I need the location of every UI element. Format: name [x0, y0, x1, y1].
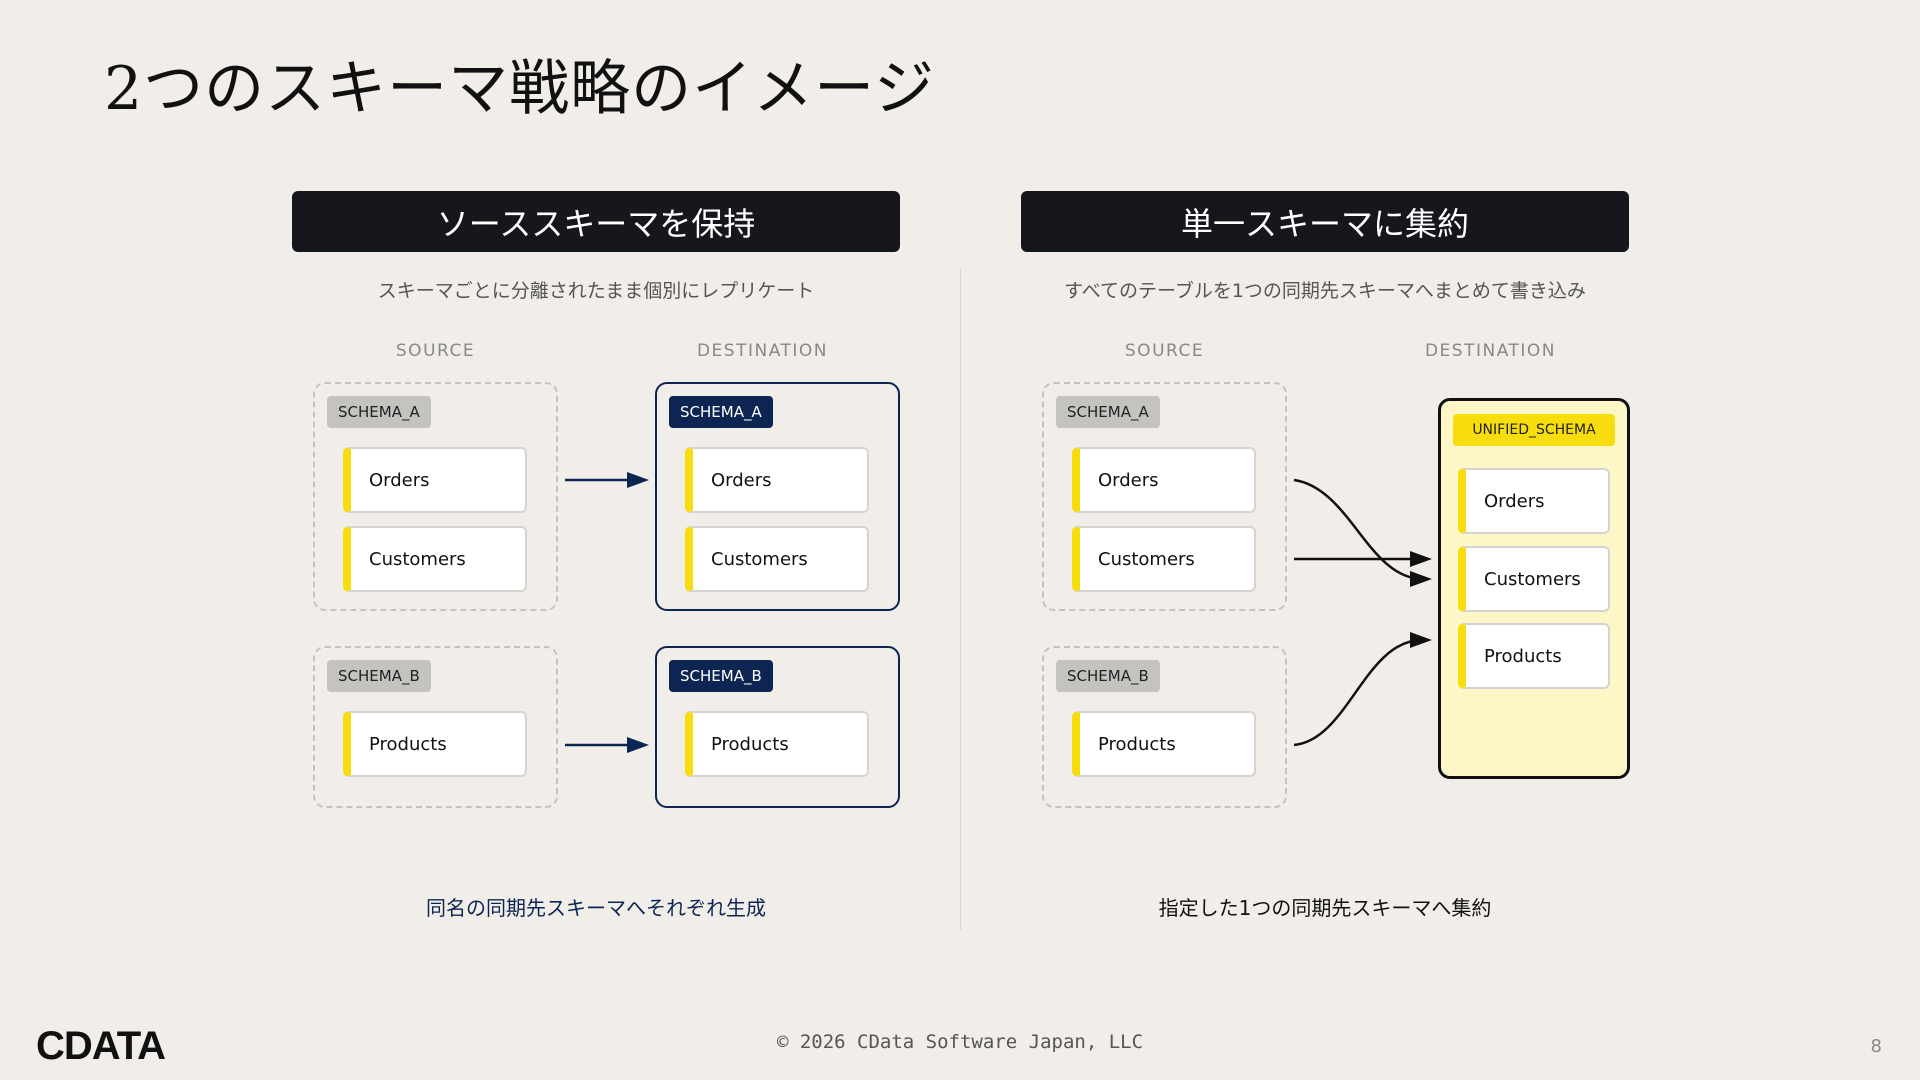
table-card-products: Products	[343, 711, 527, 777]
schema-tag: SCHEMA_A	[669, 396, 773, 428]
table-card-customers: Customers	[1458, 546, 1610, 612]
left-caption: 同名の同期先スキーマへそれぞれ生成	[426, 896, 766, 920]
right-source-label: SOURCE	[1124, 341, 1205, 361]
page-number: 8	[1870, 1036, 1882, 1057]
table-card-customers: Customers	[685, 526, 869, 592]
left-destination-schema-b-box	[655, 646, 900, 808]
left-destination-label: DESTINATION	[696, 341, 829, 361]
left-arrow-schema-a	[565, 472, 649, 488]
left-arrow-schema-b	[565, 737, 649, 753]
table-card-orders: Orders	[343, 447, 527, 513]
unified-schema-tag: UNIFIED_SCHEMA	[1453, 414, 1615, 446]
left-destination-schema-a-box	[655, 382, 900, 611]
table-card-products: Products	[1458, 623, 1610, 689]
right-banner: 単一スキーマに集約	[1021, 191, 1629, 252]
schema-tag: SCHEMA_B	[327, 660, 431, 692]
left-subtitle: スキーマごとに分離されたまま個別にレプリケート	[377, 280, 815, 302]
schema-tag: SCHEMA_A	[327, 396, 431, 428]
left-source-schema-b-box	[313, 646, 558, 808]
table-card-customers: Customers	[1072, 526, 1256, 592]
left-banner: ソーススキーマを保持	[292, 191, 900, 252]
left-source-schema-a-box	[313, 382, 558, 611]
right-arrow-products	[1293, 632, 1432, 747]
left-source-label: SOURCE	[395, 341, 476, 361]
schema-tag: SCHEMA_B	[1056, 660, 1160, 692]
table-card-orders: Orders	[685, 447, 869, 513]
table-card-orders: Orders	[1072, 447, 1256, 513]
right-source-schema-b-box	[1042, 646, 1287, 808]
copyright-text: © 2026 CData Software Japan, LLC	[776, 1031, 1144, 1053]
table-card-products: Products	[685, 711, 869, 777]
right-caption: 指定した1つの同期先スキーマへ集約	[1158, 896, 1492, 920]
right-arrow-orders	[1293, 478, 1432, 587]
schema-tag: SCHEMA_A	[1056, 396, 1160, 428]
panel-divider	[960, 268, 961, 930]
right-subtitle: すべてのテーブルを1つの同期先スキーマへまとめて書き込み	[1064, 280, 1586, 302]
cdata-logo: CDATA	[36, 1024, 166, 1068]
table-card-products: Products	[1072, 711, 1256, 777]
page-title: 2つのスキーマ戦略のイメージ	[104, 54, 935, 124]
right-arrow-customers	[1294, 551, 1432, 567]
table-card-customers: Customers	[343, 526, 527, 592]
table-card-orders: Orders	[1458, 468, 1610, 534]
right-source-schema-a-box	[1042, 382, 1287, 611]
schema-tag: SCHEMA_B	[669, 660, 773, 692]
right-destination-label: DESTINATION	[1424, 341, 1557, 361]
